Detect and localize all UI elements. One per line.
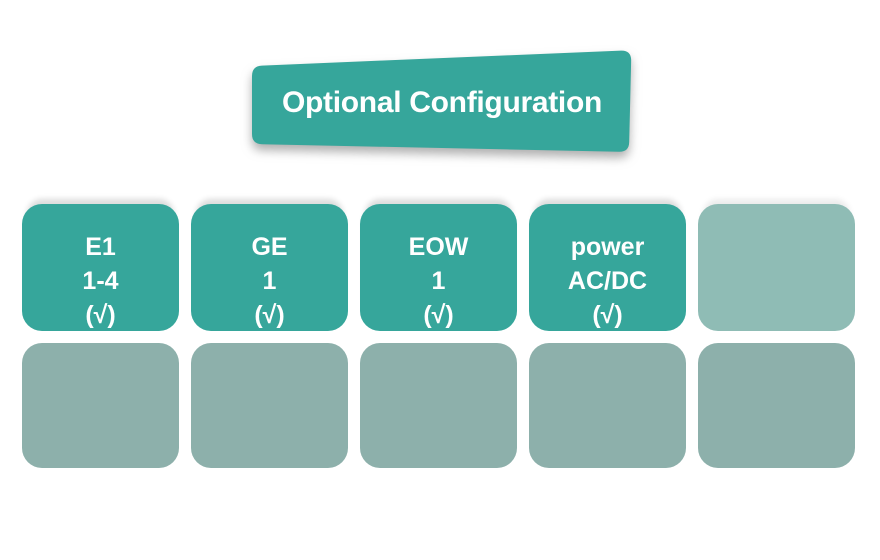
card-line: E1 xyxy=(85,233,116,261)
card-line: (√) xyxy=(254,301,285,329)
card-line: EOW xyxy=(408,233,469,261)
card-line: power xyxy=(570,233,645,261)
card-line: 1 xyxy=(262,267,277,295)
placeholder-card xyxy=(22,343,179,468)
config-card-eow-label: EOW 1 (√) xyxy=(360,204,517,332)
placeholder-card xyxy=(360,343,517,468)
config-card-e1-label: E1 1-4 (√) xyxy=(22,204,179,332)
banner-ribbon: Optional Configuration xyxy=(0,0,880,200)
config-card-empty xyxy=(698,204,855,331)
card-line: AC/DC xyxy=(567,267,648,295)
config-card-eow: EOW 1 (√) xyxy=(360,204,517,331)
config-card-e1: E1 1-4 (√) xyxy=(22,204,179,331)
placeholder-card xyxy=(191,343,348,468)
banner-title: Optional Configuration xyxy=(281,86,603,119)
config-card-ge-label: GE 1 (√) xyxy=(191,204,348,332)
card-line: 1-4 xyxy=(82,267,119,295)
card-line: (√) xyxy=(423,301,454,329)
config-card-power-label: power AC/DC (√) xyxy=(529,204,686,332)
placeholder-card xyxy=(698,343,855,468)
placeholder-card xyxy=(529,343,686,468)
config-card-power: power AC/DC (√) xyxy=(529,204,686,331)
card-line: GE xyxy=(251,233,288,261)
card-line: 1 xyxy=(431,267,446,295)
card-line: (√) xyxy=(85,301,116,329)
card-line: (√) xyxy=(592,301,623,329)
config-card-ge: GE 1 (√) xyxy=(191,204,348,331)
banner-shape xyxy=(252,50,632,152)
